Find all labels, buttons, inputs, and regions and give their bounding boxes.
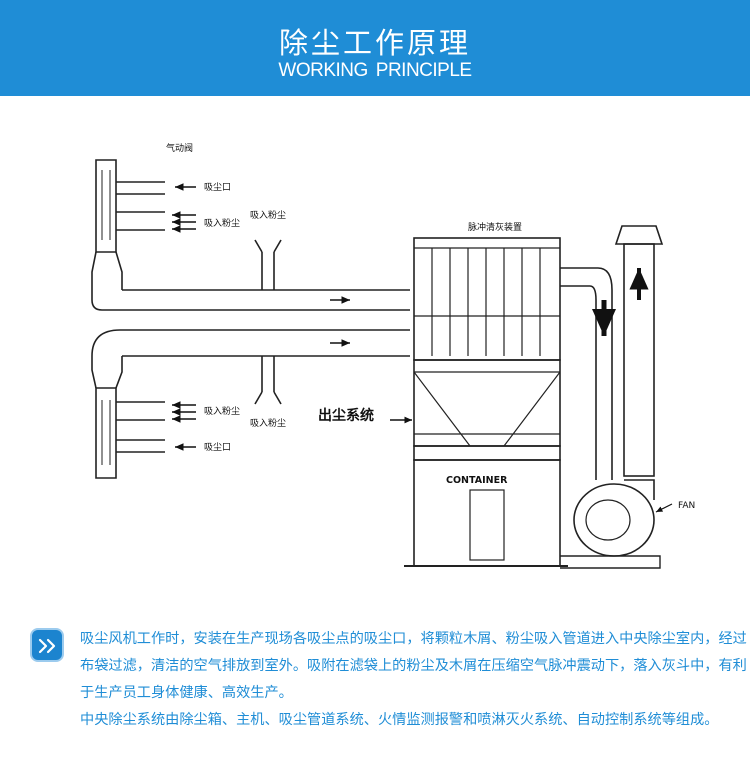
label-suction-port-bottom: 吸尘口 <box>204 442 231 453</box>
fan-base <box>560 555 661 569</box>
dust-collection-diagram: 气动阀 吸尘口 吸入粉尘 吸入粉尘 吸入粉尘 吸入粉尘 吸尘口 脉冲清灰装置 C… <box>0 96 750 606</box>
description-paragraph-2: 中央除尘系统由除尘箱、主机、吸尘管道系统、火情监测报警和喷淋灭火系统、自动控制系… <box>80 712 719 728</box>
label-container: CONTAINER <box>446 475 508 486</box>
label-valve: 气动阀 <box>166 142 193 154</box>
fan-inner <box>585 499 631 541</box>
bottom-branch-1 <box>116 401 165 421</box>
chimney-cap <box>614 225 664 245</box>
label-pulse-cleaning: 脉冲清灰装置 <box>468 221 522 233</box>
top-branch-1 <box>116 181 165 195</box>
page-subtitle: WORKING PRINCIPLE <box>0 60 750 82</box>
label-suction-dust-bottom-left: 吸入粉尘 <box>204 405 240 417</box>
bottom-branch-2 <box>116 439 165 453</box>
page-title: 除尘工作原理 <box>278 26 471 60</box>
exhaust-duct <box>560 267 613 480</box>
left-duct-bottom <box>95 387 117 479</box>
mid-pipe-top-y <box>254 239 282 253</box>
label-suction-dust-bottom-mid: 吸入粉尘 <box>250 417 286 429</box>
description-text: 吸尘风机工作时，安装在生产现场各吸尘点的吸尘口，将颗粒木屑、粉尘吸入管道进入中央… <box>80 626 750 734</box>
label-suction-dust-top-mid: 吸入粉尘 <box>250 209 286 221</box>
funnel-top <box>91 251 123 300</box>
subtitle-word-2: PRINCIPLE <box>375 60 472 81</box>
collector-base <box>413 445 561 461</box>
collector-top <box>413 237 561 361</box>
mid-pipe-bottom <box>261 356 275 392</box>
fan-connector <box>624 479 655 500</box>
label-fan: FAN <box>678 501 695 511</box>
left-duct-bottom-inner <box>101 400 111 465</box>
filter-bags <box>431 248 541 356</box>
label-suction-dust-top-left: 吸入粉尘 <box>204 217 240 229</box>
arrow-fan <box>655 503 673 513</box>
mid-pipe-top <box>261 252 275 290</box>
bottom-main-duct <box>91 329 410 357</box>
header-banner: 除尘工作原理 WORKING PRINCIPLE <box>0 0 750 96</box>
subtitle-word-1: WORKING <box>278 60 368 81</box>
top-branch-2 <box>116 211 165 231</box>
left-duct-top-inner <box>101 170 111 240</box>
double-chevron-right-icon <box>30 628 64 662</box>
diagram-svg: 气动阀 吸尘口 吸入粉尘 吸入粉尘 吸入粉尘 吸入粉尘 吸尘口 脉冲清灰装置 C… <box>91 142 695 569</box>
container-door <box>469 489 505 561</box>
label-suction-port-top: 吸尘口 <box>204 182 231 193</box>
top-main-duct <box>91 289 410 311</box>
collector-dividers <box>414 247 560 317</box>
hopper-lines <box>413 371 561 447</box>
collector-lower <box>413 359 561 447</box>
description-paragraph-1: 吸尘风机工作时，安装在生产现场各吸尘点的吸尘口，将颗粒木屑、粉尘吸入管道进入中央… <box>80 631 747 701</box>
mid-pipe-bottom-y <box>254 391 282 405</box>
left-duct-top <box>95 159 117 253</box>
label-dust-outlet: 出尘系统 <box>318 407 374 424</box>
funnel-bottom <box>91 356 123 389</box>
